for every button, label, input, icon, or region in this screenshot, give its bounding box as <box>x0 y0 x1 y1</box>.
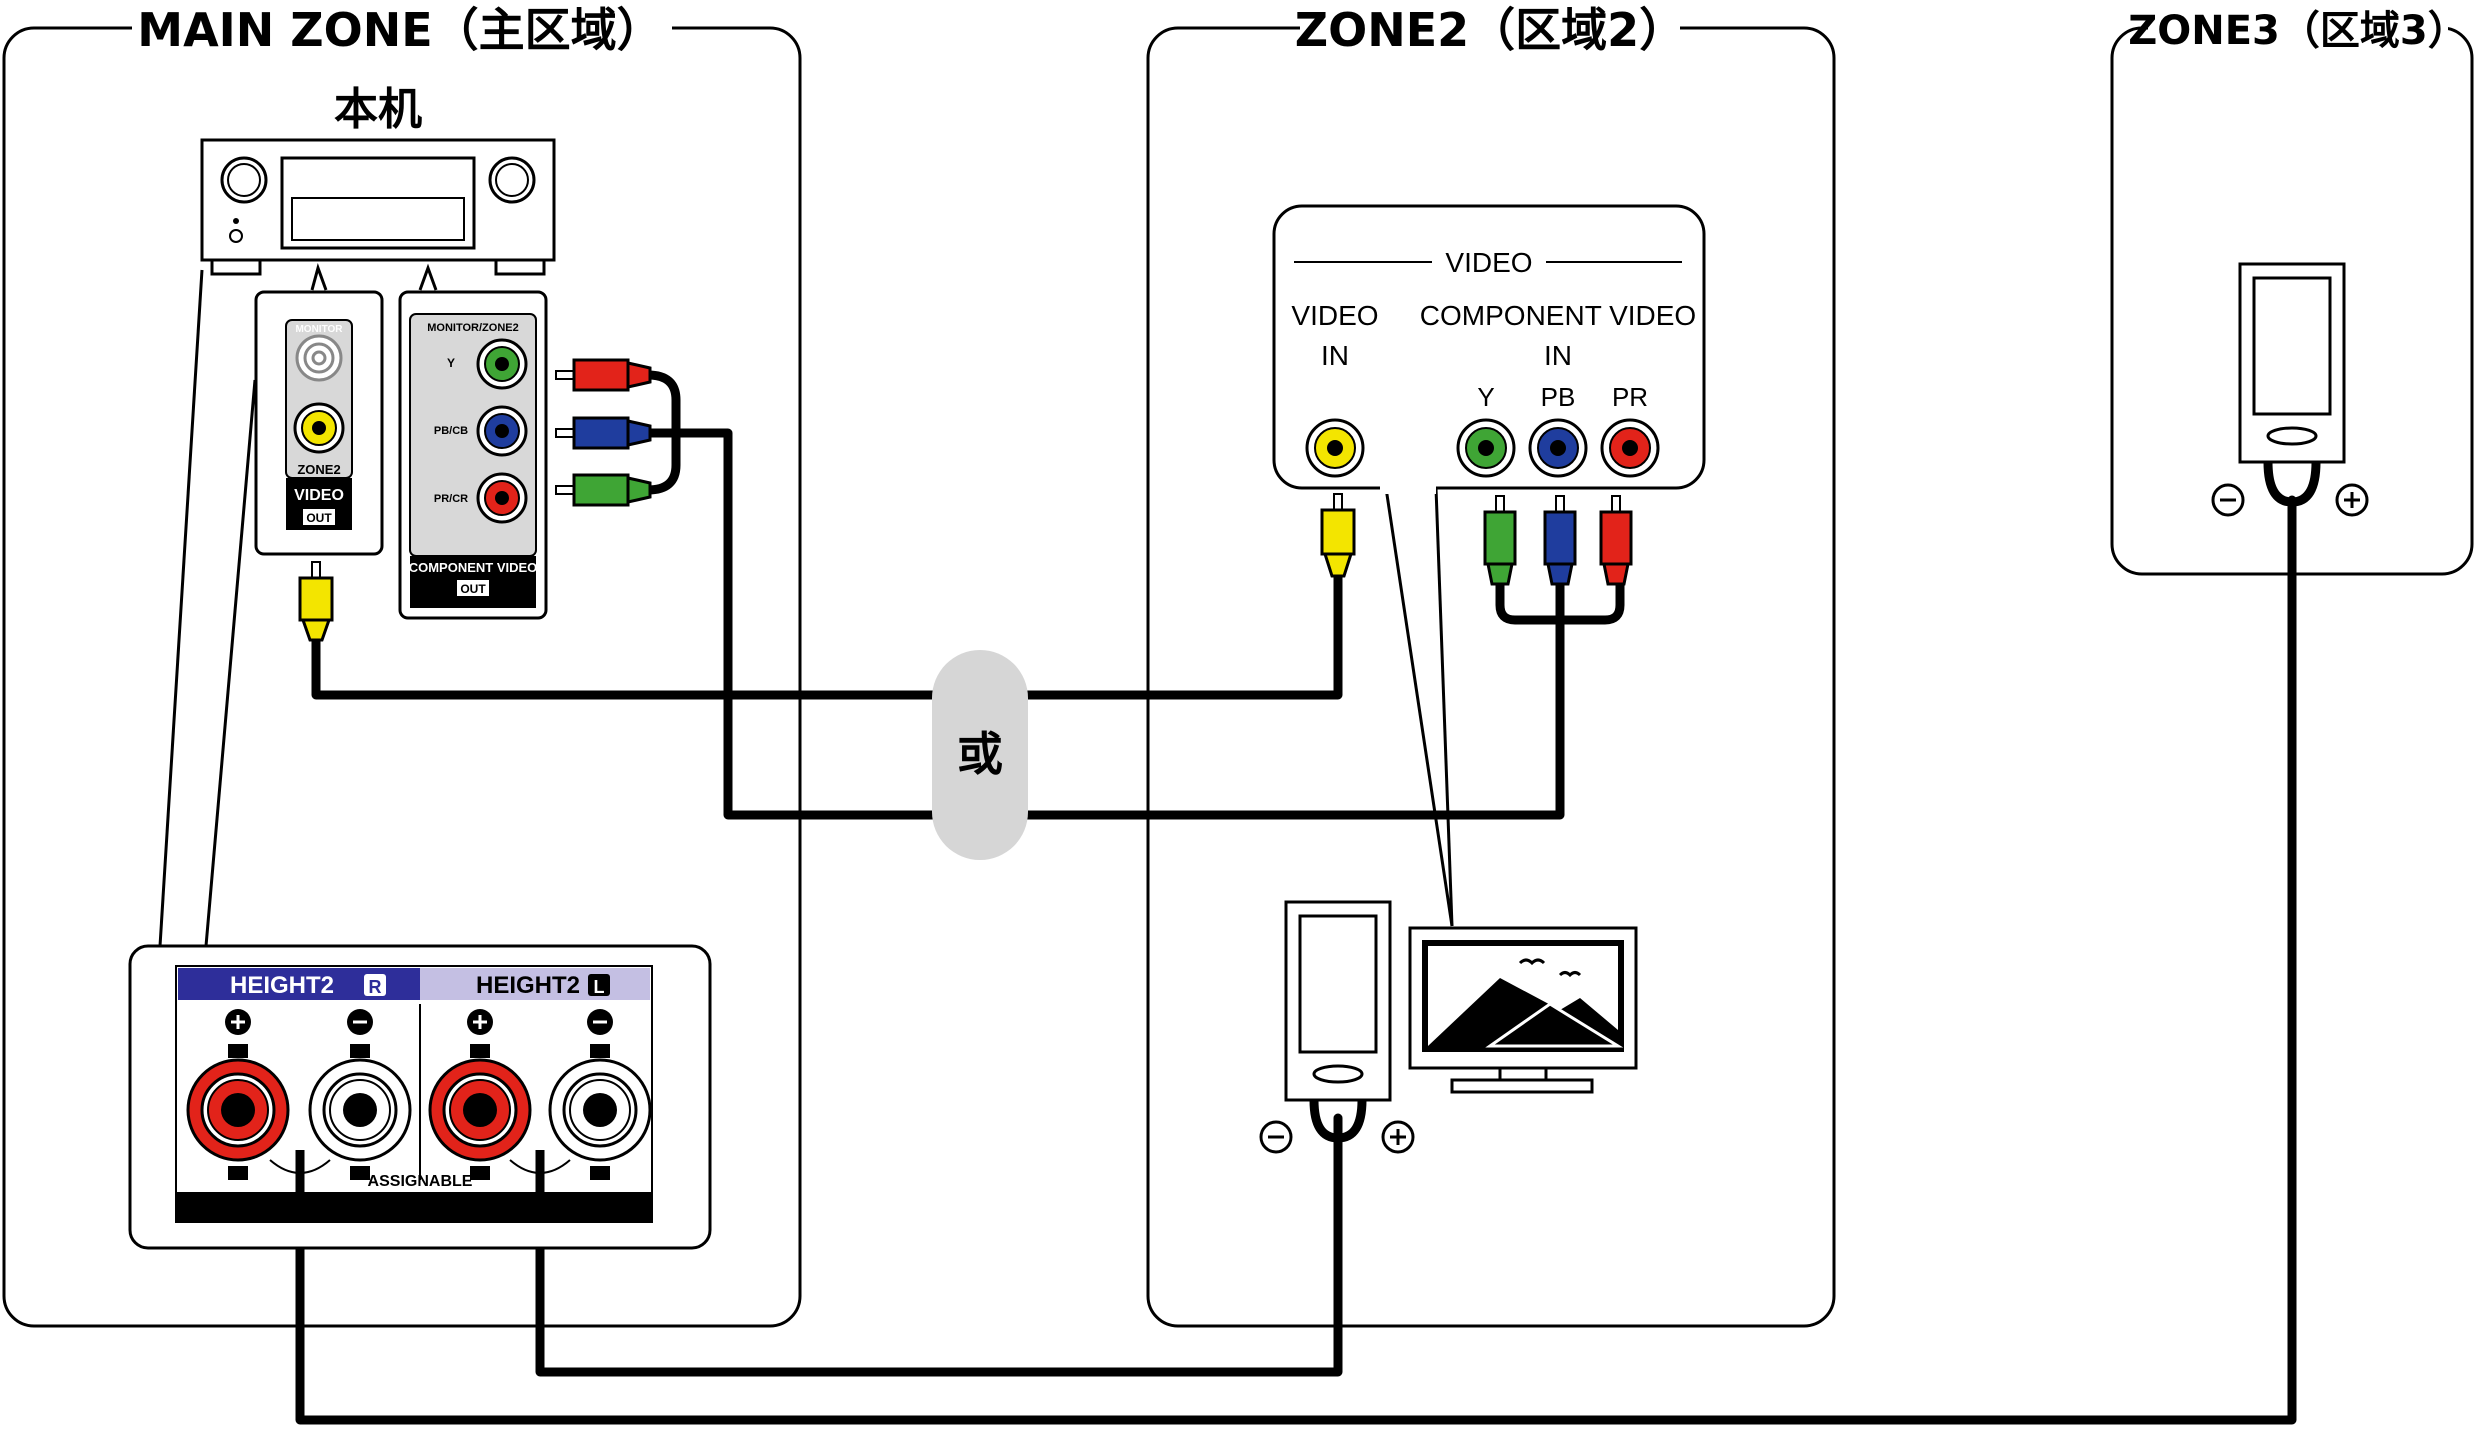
terminal-height2-l-minus[interactable] <box>548 1044 652 1180</box>
pr-in-label: PR <box>1612 382 1648 412</box>
zone2-title: ZONE2（区域2） <box>1295 3 1685 57</box>
video-in-line2: IN <box>1321 340 1349 371</box>
height2-l-badge: L <box>594 977 605 997</box>
monitor-label: MONITOR <box>295 324 343 335</box>
main-zone-box: MAIN ZONE（主区域） <box>2 3 802 1328</box>
component-y-jack[interactable] <box>476 338 528 390</box>
component-pb-in-jack[interactable] <box>1528 418 1588 478</box>
tv-panel-header: VIDEO <box>1445 247 1532 278</box>
rca-plug-icon <box>1320 493 1356 578</box>
component-y-in-jack[interactable] <box>1456 418 1516 478</box>
component-plug-blue <box>555 416 652 450</box>
or-label: 或 <box>957 727 1003 781</box>
y-label: Y <box>447 356 455 370</box>
component-video-out-panel: MONITOR/ZONE2 Y PB/CB PR/CR COMPONENT VI… <box>398 290 548 620</box>
component-video-cable <box>671 428 1565 820</box>
y-in-label: Y <box>1477 382 1494 412</box>
zone2-box: ZONE2（区域2） <box>1146 3 1836 1328</box>
pr-label: PR/CR <box>434 493 468 505</box>
zone2-label: ZONE2 <box>297 462 340 477</box>
zone2-speaker-cable <box>535 1113 1343 1377</box>
or-indicator: 或 <box>932 650 1028 860</box>
height2-l-bar <box>420 968 650 1000</box>
receiver-icon <box>200 138 556 276</box>
video-in-jack[interactable] <box>1305 418 1365 478</box>
speaker-icon <box>2211 262 2369 517</box>
height2-l-label: HEIGHT2 <box>476 972 580 999</box>
minus-markers <box>347 1009 613 1035</box>
monitor-zone2-label: MONITOR/ZONE2 <box>427 322 518 334</box>
component-out-label: OUT <box>460 582 486 596</box>
component-plug-red-zone2 <box>1599 495 1633 586</box>
video-label: VIDEO <box>294 487 344 504</box>
composite-video-cable <box>311 570 1343 700</box>
cables <box>295 370 2297 1425</box>
height2-r-badge: R <box>369 977 382 997</box>
component-in-line2: IN <box>1544 340 1572 371</box>
video-out-label: OUT <box>306 511 332 525</box>
zone3-title: ZONE3（区域3） <box>2128 8 2467 54</box>
speaker-terminal-panel: HEIGHT2 R HEIGHT2 L <box>128 944 712 1250</box>
component-in-line1: COMPONENT VIDEO <box>1420 300 1696 331</box>
component-video-label: COMPONENT VIDEO <box>409 560 538 575</box>
component-plug-red <box>555 358 652 392</box>
assignable-label: ASSIGNABLE <box>368 1173 473 1190</box>
component-plug-green-zone2 <box>1483 495 1517 586</box>
component-pr-in-jack[interactable] <box>1600 418 1660 478</box>
speaker-icon <box>1259 900 1415 1154</box>
component-pb-jack[interactable] <box>476 405 528 457</box>
zone3-speaker-cable <box>295 495 2297 1425</box>
tv-input-panel: VIDEO VIDEO IN COMPONENT VIDEO IN Y PB P… <box>1272 204 1706 927</box>
rca-plug-icon <box>298 561 334 642</box>
terminal-height2-l-plus[interactable] <box>428 1044 532 1180</box>
pb-in-label: PB <box>1541 382 1576 412</box>
unit-label: 本机 <box>334 84 422 135</box>
zone2-video-out-jack[interactable] <box>293 402 345 454</box>
height2-r-label: HEIGHT2 <box>230 972 334 999</box>
component-pr-jack[interactable] <box>476 472 528 524</box>
pb-label: PB/CB <box>434 425 468 437</box>
main-zone-title: MAIN ZONE（主区域） <box>137 3 662 57</box>
tv-icon <box>1408 926 1638 1094</box>
plus-markers <box>225 1009 493 1035</box>
zone2-video-out-panel: MONITOR ZONE2 VIDEO OUT <box>254 290 384 556</box>
component-plug-blue-zone2 <box>1543 495 1577 586</box>
monitor-jack <box>295 334 343 382</box>
terminal-height2-r-plus[interactable] <box>186 1044 290 1180</box>
terminal-height2-r-minus[interactable] <box>308 1044 412 1180</box>
component-plug-green <box>555 473 652 507</box>
video-in-line1: VIDEO <box>1291 300 1378 331</box>
